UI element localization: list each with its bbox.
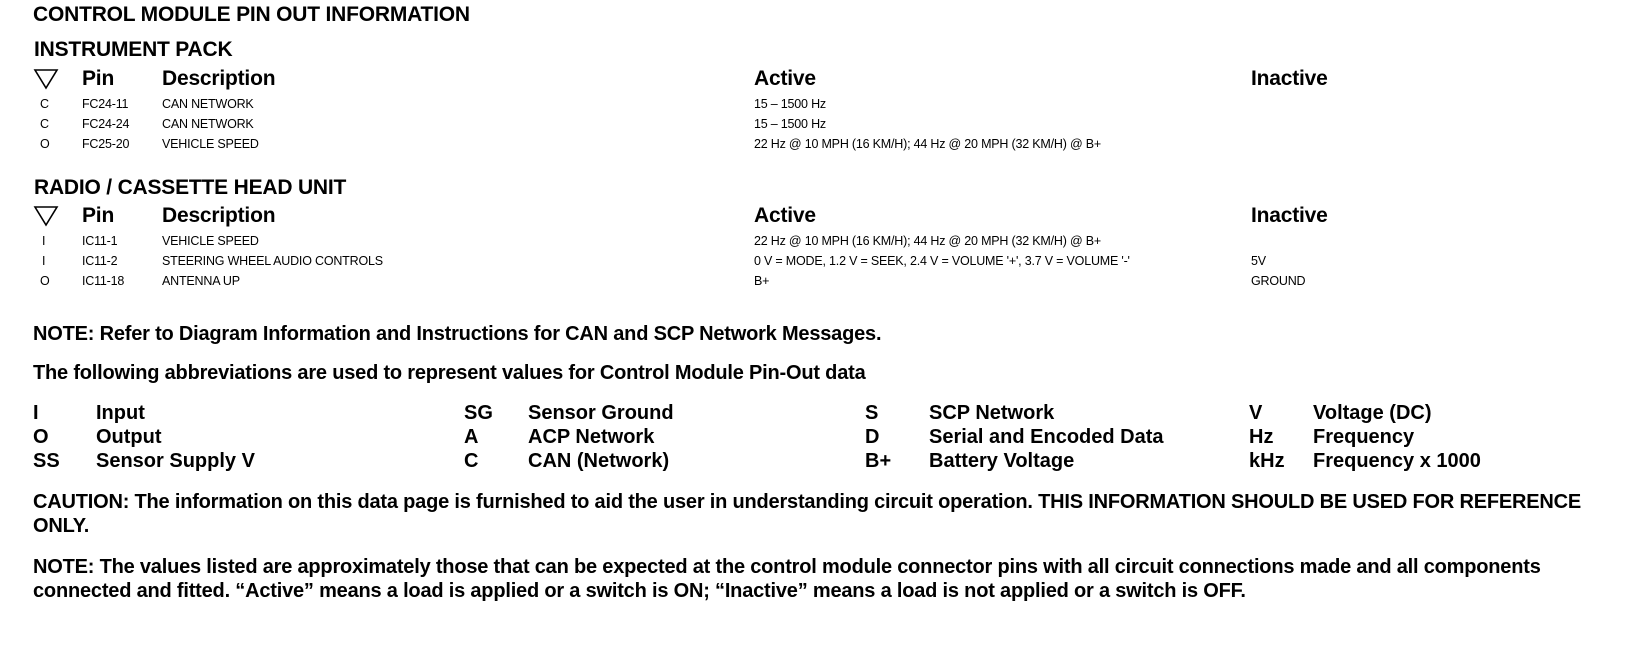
abbreviation-code: V <box>1249 402 1263 424</box>
pin-description: STEERING WHEEL AUDIO CONTROLS <box>162 254 383 268</box>
pin-id: IC11-18 <box>82 274 125 288</box>
pin-id: IC11-1 <box>82 234 118 248</box>
abbreviation-meaning: CAN (Network) <box>528 450 670 472</box>
pin-description: CAN NETWORK <box>162 97 254 111</box>
column-header-description: Description <box>162 204 276 227</box>
pin-id: FC24-11 <box>82 97 129 111</box>
column-header-inactive: Inactive <box>1251 67 1328 90</box>
io-direction-icon <box>33 69 59 90</box>
column-header-description: Description <box>162 67 276 90</box>
abbreviation-code: C <box>464 450 479 472</box>
abbreviation-meaning: ACP Network <box>528 426 655 448</box>
active-value: 15 – 1500 Hz <box>754 97 826 111</box>
caution-note: CAUTION: The information on this data pa… <box>33 491 1581 537</box>
abbreviation-code: SG <box>464 402 493 424</box>
values-note: NOTE: The values listed are approximatel… <box>33 556 1541 602</box>
abbreviation-code: Hz <box>1249 426 1274 448</box>
io-code: I <box>42 234 46 248</box>
pin-id: FC24-24 <box>82 117 130 131</box>
pin-description: VEHICLE SPEED <box>162 234 259 248</box>
abbreviation-code: B+ <box>865 450 892 472</box>
io-code: C <box>40 117 49 131</box>
pin-description: CAN NETWORK <box>162 117 254 131</box>
inactive-value: GROUND <box>1251 274 1306 288</box>
active-value: 15 – 1500 Hz <box>754 117 826 131</box>
pin-description: ANTENNA UP <box>162 274 240 288</box>
section-title-radio-head-unit: RADIO / CASSETTE HEAD UNIT <box>34 176 347 199</box>
column-header-pin: Pin <box>82 67 115 90</box>
active-value: 0 V = MODE, 1.2 V = SEEK, 2.4 V = VOLUME… <box>754 254 1130 268</box>
page-title: CONTROL MODULE PIN OUT INFORMATION <box>33 3 470 26</box>
section-title-instrument-pack: INSTRUMENT PACK <box>34 38 233 61</box>
abbreviation-code: S <box>865 402 879 424</box>
abbreviation-meaning: Battery Voltage <box>929 450 1075 472</box>
io-direction-icon <box>33 206 59 227</box>
pin-id: FC25-20 <box>82 137 130 151</box>
abbreviation-meaning: Voltage (DC) <box>1313 402 1432 424</box>
io-code: O <box>40 274 50 288</box>
abbreviation-meaning: Sensor Ground <box>528 402 674 424</box>
abbreviation-meaning: Output <box>96 426 162 448</box>
active-value: 22 Hz @ 10 MPH (16 KM/H); 44 Hz @ 20 MPH… <box>754 137 1101 151</box>
abbreviation-meaning: Frequency x 1000 <box>1313 450 1481 472</box>
abbreviation-meaning: Serial and Encoded Data <box>929 426 1164 448</box>
column-header-active: Active <box>754 204 816 227</box>
io-code: C <box>40 97 49 111</box>
abbreviation-code: SS <box>33 450 60 472</box>
io-code: I <box>42 254 46 268</box>
abbreviation-meaning: Input <box>96 402 145 424</box>
network-note: NOTE: Refer to Diagram Information and I… <box>33 323 882 345</box>
column-header-pin: Pin <box>82 204 115 227</box>
pin-description: VEHICLE SPEED <box>162 137 259 151</box>
abbreviations-intro: The following abbreviations are used to … <box>33 362 866 384</box>
column-header-inactive: Inactive <box>1251 204 1328 227</box>
abbreviation-code: O <box>33 426 49 448</box>
active-value: B+ <box>754 274 770 288</box>
abbreviation-code: A <box>464 426 479 448</box>
abbreviation-meaning: Frequency <box>1313 426 1415 448</box>
abbreviation-code: I <box>33 402 39 424</box>
io-code: O <box>40 137 50 151</box>
pin-id: IC11-2 <box>82 254 118 268</box>
abbreviation-code: kHz <box>1249 450 1285 472</box>
abbreviation-meaning: SCP Network <box>929 402 1055 424</box>
inactive-value: 5V <box>1251 254 1266 268</box>
abbreviation-meaning: Sensor Supply V <box>96 450 255 472</box>
abbreviation-code: D <box>865 426 880 448</box>
active-value: 22 Hz @ 10 MPH (16 KM/H); 44 Hz @ 20 MPH… <box>754 234 1101 248</box>
column-header-active: Active <box>754 67 816 90</box>
